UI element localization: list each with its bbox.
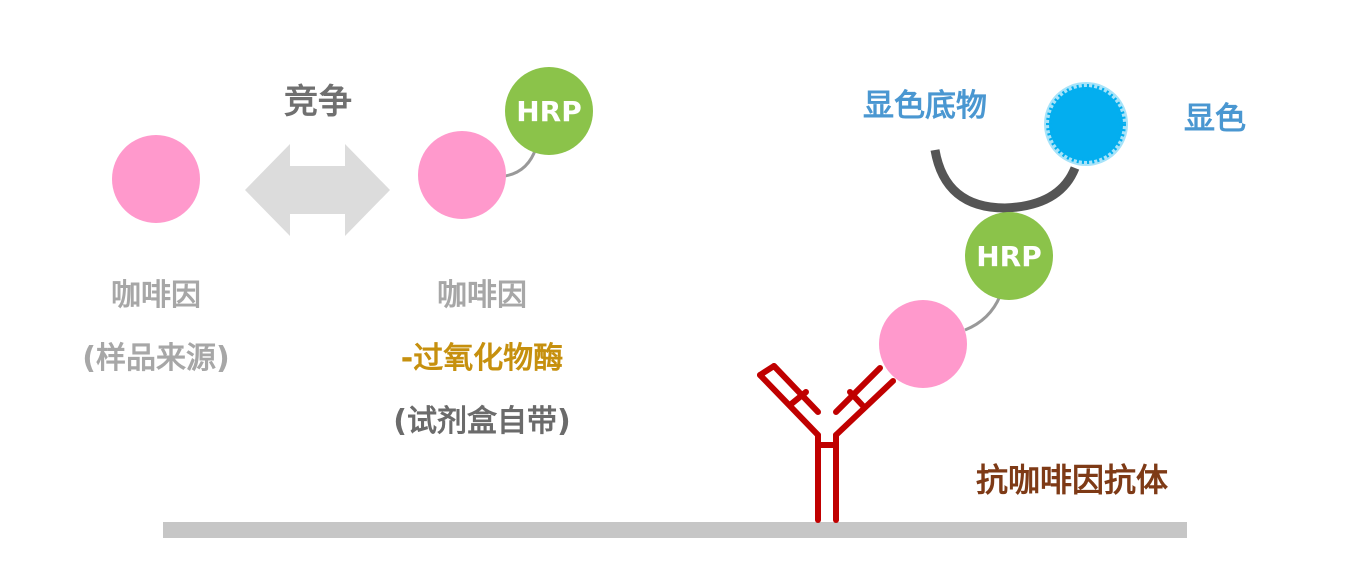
hrp-label-2: HRP [976, 240, 1042, 273]
caffeine-molecule-sample [112, 135, 200, 223]
label-substrate: 显色底物 [863, 88, 987, 124]
label-compete: 竞争 [284, 82, 352, 122]
label-peroxidase: -过氧化物酶 [400, 341, 564, 376]
antibody [757, 363, 896, 523]
label-caffeine-labeled: 咖啡因 [437, 278, 527, 313]
competition-arrow [245, 144, 390, 236]
plate-surface [163, 522, 1187, 538]
hrp-enzyme-1 [505, 67, 593, 155]
linker-line-1 [504, 147, 538, 178]
caffeine-molecule-bound [879, 300, 967, 388]
caffeine-molecule-labeled [418, 131, 506, 219]
label-kit-included: (试剂盒自带) [393, 404, 571, 439]
linker-line-2 [964, 295, 1002, 332]
label-antibody: 抗咖啡因抗体 [975, 461, 1169, 499]
label-sample-source: (样品来源) [82, 341, 230, 376]
label-caffeine-sample: 咖啡因 [111, 278, 201, 313]
color-signal-molecule [1044, 82, 1128, 166]
hrp-enzyme-2 [965, 212, 1053, 300]
hrp-label-1: HRP [516, 95, 582, 128]
substrate-arc [930, 149, 1080, 213]
label-color: 显色 [1184, 101, 1246, 137]
